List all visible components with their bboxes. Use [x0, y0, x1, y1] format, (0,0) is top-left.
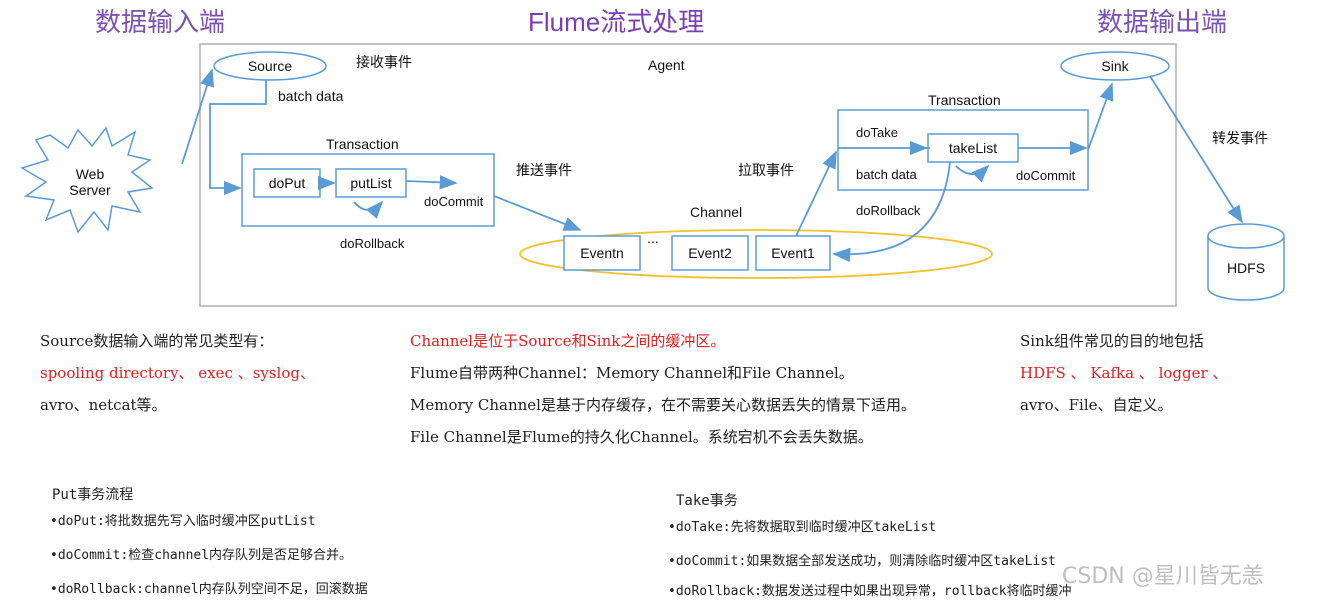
web-server-burst [20, 126, 154, 234]
takelist-label: takeList [948, 140, 998, 156]
channel-notes: Channel是位于Source和Sink之间的缓冲区。 Flume自带两种Ch… [410, 330, 916, 458]
docommit-left-label: doCommit [424, 194, 484, 209]
forward-event-label: 转发事件 [1212, 130, 1268, 146]
batch-data-right-label: batch data [856, 167, 917, 182]
transaction-left-label: Transaction [326, 136, 399, 152]
docommit-right-label: doCommit [1016, 168, 1076, 183]
push-event-label: 推送事件 [516, 162, 572, 178]
source-notes: Source数据输入端的常见类型有： spooling directory、 e… [40, 330, 315, 426]
dotake-label: doTake [856, 125, 898, 140]
take-title: Take事务 [676, 493, 738, 509]
put-item-2: •doCommit:检查channel内存队列是否足够合并。 [50, 548, 353, 563]
transaction-right-label: Transaction [928, 92, 1001, 108]
sink-notes: Sink组件常见的目的地包括 HDFS 、 Kafka 、 logger 、 a… [1020, 330, 1227, 426]
dorollback-left-label: doRollback [340, 236, 405, 251]
event1-box [755, 235, 831, 271]
pull-event-label: 拉取事件 [738, 162, 794, 178]
agent-label: Agent [648, 57, 685, 73]
take-item-2: •doCommit:如果数据全部发送成功，则清除临时缓冲区takeList [668, 554, 1056, 569]
source-note-line3: avro、netcat等。 [40, 396, 167, 414]
flume-diagram [20, 43, 1285, 307]
agent-box [199, 43, 1177, 307]
channel-note-line4: File Channel是Flume的持久化Channel。系统宕机不会丢失数据… [410, 428, 873, 446]
sink-ellipse [1060, 51, 1170, 81]
sink-note-line2: HDFS 、 Kafka 、 logger 、 [1020, 364, 1228, 382]
receive-event-label: 接收事件 [356, 54, 412, 70]
event-ellipsis: ... [647, 230, 659, 246]
source-label: Source [247, 58, 293, 74]
hdfs-label: HDFS [1226, 260, 1266, 276]
input-header: 数据输入端 [95, 7, 226, 37]
watermark: CSDN @星川皆无恙 [1062, 564, 1264, 589]
batch-data-left-label: batch data [278, 88, 344, 104]
center-header: Flume流式处理 [528, 7, 705, 37]
sink-note-line3: avro、File、自定义。 [1020, 396, 1173, 414]
hdfs-cylinder [1207, 236, 1285, 301]
source-ellipse [213, 51, 327, 81]
event-1-label: Event1 [771, 245, 815, 261]
web-server-label: Web Server [69, 166, 111, 198]
sink-label: Sink [1101, 58, 1129, 74]
sink-note-line1: Sink组件常见的目的地包括 [1020, 332, 1204, 350]
source-note-line2: spooling directory、 exec 、syslog、 [40, 364, 315, 382]
channel-note-line2: Flume自带两种Channel：Memory Channel和File Cha… [410, 364, 854, 382]
dorollback-right-label: doRollback [856, 203, 921, 218]
eventn-box [563, 235, 641, 271]
take-item-3: •doRollback:数据发送过程中如果出现异常，rollback将临时缓冲 [668, 584, 1072, 599]
putlist-label: putList [350, 175, 392, 191]
doput-label: doPut [268, 175, 306, 191]
event-2-label: Event2 [688, 245, 732, 261]
put-item-3: •doRollback:channel内存队列空间不足，回滚数据 [50, 582, 368, 597]
channel-label: Channel [690, 204, 743, 220]
event-n-label: Eventn [580, 245, 624, 261]
event2-box [671, 235, 749, 271]
channel-note-line3: Memory Channel是基于内存缓存，在不需要关心数据丢失的情景下适用。 [410, 396, 916, 414]
channel-ellipse [519, 229, 993, 279]
source-note-line1: Source数据输入端的常见类型有： [40, 332, 274, 350]
putlist-box [335, 168, 407, 198]
take-item-1: •doTake:先将数据取到临时缓冲区takeList [668, 520, 937, 535]
put-title: Put事务流程 [52, 487, 134, 503]
channel-note-line1: Channel是位于Source和Sink之间的缓冲区。 [410, 332, 726, 350]
put-item-1: •doPut:将批数据先写入临时缓冲区putList [50, 514, 316, 529]
output-header: 数据输出端 [1097, 7, 1228, 37]
doput-box [253, 168, 321, 198]
